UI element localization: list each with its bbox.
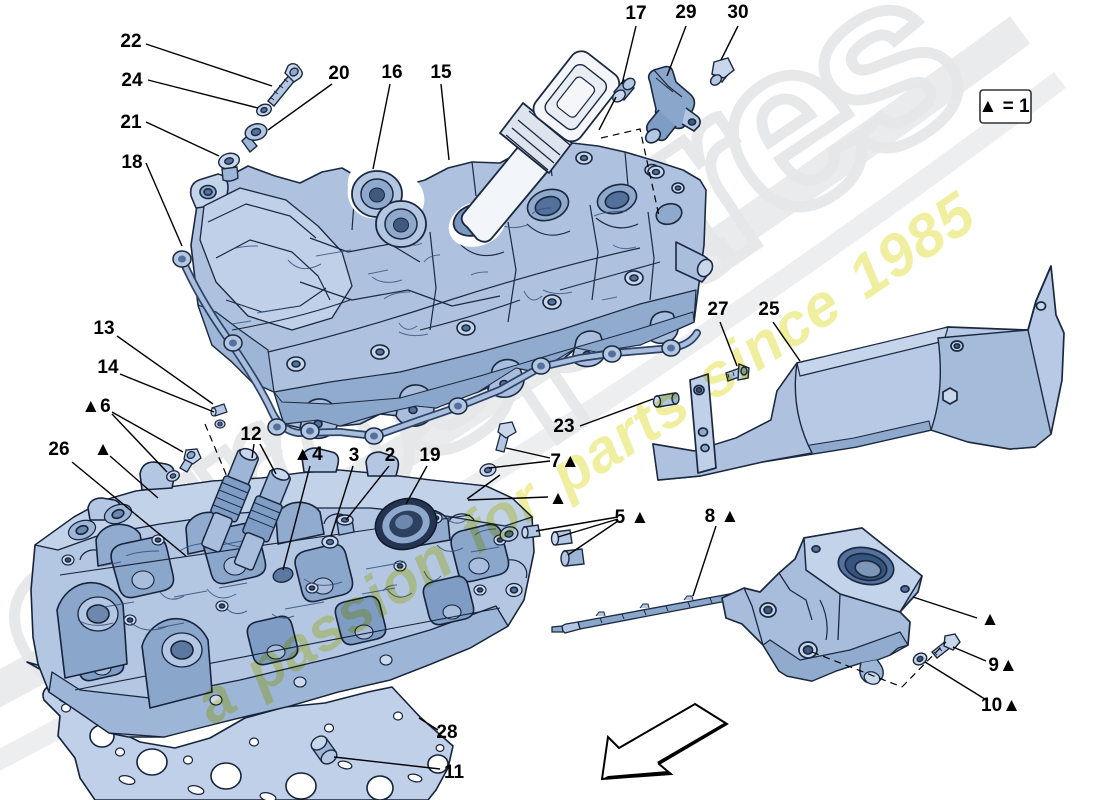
svg-text:30: 30: [727, 2, 748, 23]
svg-text:28: 28: [436, 722, 457, 743]
svg-text:15: 15: [430, 62, 452, 83]
svg-text:23: 23: [553, 416, 574, 437]
svg-text:11: 11: [444, 762, 465, 783]
svg-text:3: 3: [349, 445, 360, 466]
svg-text:5 ▲: 5 ▲: [615, 507, 650, 528]
svg-text:▲: ▲: [549, 488, 568, 509]
svg-text:13: 13: [93, 318, 114, 339]
svg-text:▲ = 1: ▲ = 1: [978, 96, 1029, 117]
svg-text:14: 14: [97, 357, 119, 378]
svg-text:▲: ▲: [94, 439, 113, 460]
svg-text:16: 16: [381, 62, 402, 83]
svg-text:▲4: ▲4: [293, 444, 323, 465]
svg-text:7▲: 7▲: [550, 451, 579, 472]
svg-text:2: 2: [385, 445, 396, 466]
svg-text:▲6: ▲6: [81, 396, 110, 417]
svg-text:19: 19: [419, 445, 440, 466]
svg-text:22: 22: [120, 31, 141, 52]
svg-text:▲: ▲: [981, 609, 1000, 630]
svg-text:18: 18: [121, 152, 142, 173]
svg-text:24: 24: [121, 70, 143, 91]
svg-text:17: 17: [625, 3, 646, 24]
svg-text:21: 21: [120, 112, 142, 133]
svg-text:26: 26: [48, 439, 69, 460]
svg-text:8 ▲: 8 ▲: [705, 506, 740, 527]
svg-text:20: 20: [328, 63, 349, 84]
svg-text:25: 25: [758, 299, 780, 320]
svg-text:12: 12: [240, 424, 261, 445]
svg-text:27: 27: [707, 299, 728, 320]
svg-text:9▲: 9▲: [988, 655, 1017, 676]
svg-text:29: 29: [675, 2, 696, 23]
svg-text:10▲: 10▲: [981, 695, 1021, 716]
